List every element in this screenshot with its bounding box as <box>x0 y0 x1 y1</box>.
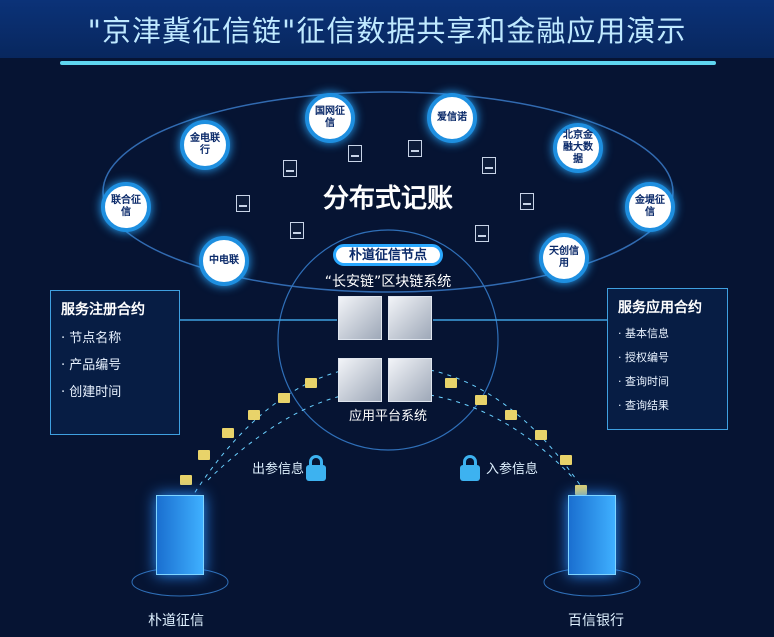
server-icon <box>338 358 382 402</box>
server-icon <box>388 296 432 340</box>
server-icon <box>388 358 432 402</box>
panel-item: · 查询时间 <box>618 375 669 388</box>
folder-lock-icon <box>445 378 457 388</box>
panel-title: 服务注册合约 <box>61 302 145 318</box>
folder-lock-icon <box>278 393 290 403</box>
node-tianchuang[interactable]: 天创信用 <box>539 233 589 283</box>
folder-lock-icon <box>198 450 210 460</box>
entity-pudao: 朴道征信 <box>148 613 204 629</box>
service-application-panel: 服务应用合约 · 基本信息 · 授权编号 · 查询时间 · 查询结果 <box>607 288 728 430</box>
document-icon <box>290 222 304 239</box>
page-title: "京津冀征信链"征信数据共享和金融应用演示 <box>87 14 687 48</box>
platform-label: 应用平台系统 <box>348 409 427 424</box>
folder-lock-icon <box>180 475 192 485</box>
lock-icon <box>306 455 326 481</box>
title-band <box>0 0 774 58</box>
folder-lock-icon <box>505 410 517 420</box>
document-icon <box>520 193 534 210</box>
panel-item: · 基本信息 <box>618 327 669 340</box>
chain-label: “长安链”区块链系统 <box>324 274 452 290</box>
folder-lock-icon <box>248 410 260 420</box>
document-icon <box>348 145 362 162</box>
server-icon <box>338 296 382 340</box>
folder-lock-icon <box>535 430 547 440</box>
service-registration-panel: 服务注册合约 · 节点名称 · 产品编号 · 创建时间 <box>50 290 180 435</box>
title-underline <box>60 61 716 65</box>
distributed-ledger-label: 分布式记账 <box>322 184 453 214</box>
panel-item: · 节点名称 <box>61 331 122 346</box>
folder-lock-icon <box>575 485 587 495</box>
node-jindianlianhang[interactable]: 金电联行 <box>180 120 230 170</box>
document-icon <box>283 160 297 177</box>
panel-title: 服务应用合约 <box>618 300 702 316</box>
node-lianhe[interactable]: 联合征信 <box>101 182 151 232</box>
folder-lock-icon <box>305 378 317 388</box>
panel-item: · 查询结果 <box>618 399 669 412</box>
input-params-label: 入参信息 <box>486 462 539 477</box>
folder-lock-icon <box>222 428 234 438</box>
node-aixinnuo[interactable]: 爱信诺 <box>427 93 477 143</box>
panel-item: · 产品编号 <box>61 358 122 373</box>
node-beijing-finance[interactable]: 北京金融大数据 <box>553 123 603 173</box>
entity-baixin-bank: 百信银行 <box>568 613 624 629</box>
folder-lock-icon <box>475 395 487 405</box>
document-icon <box>475 225 489 242</box>
document-icon <box>482 157 496 174</box>
panel-item: · 创建时间 <box>61 385 122 400</box>
hub-pill: 朴道征信节点 <box>333 244 443 266</box>
document-icon <box>236 195 250 212</box>
bank-server-tower-left <box>156 495 204 575</box>
output-params-label: 出参信息 <box>252 462 305 477</box>
bank-server-tower-right <box>568 495 616 575</box>
panel-item: · 授权编号 <box>618 351 669 364</box>
lock-icon <box>460 455 480 481</box>
node-zhongdianlian[interactable]: 中电联 <box>199 236 249 286</box>
folder-lock-icon <box>560 455 572 465</box>
document-icon <box>408 140 422 157</box>
node-jindi[interactable]: 金堤征信 <box>625 182 675 232</box>
node-guowang[interactable]: 国网征信 <box>305 93 355 143</box>
